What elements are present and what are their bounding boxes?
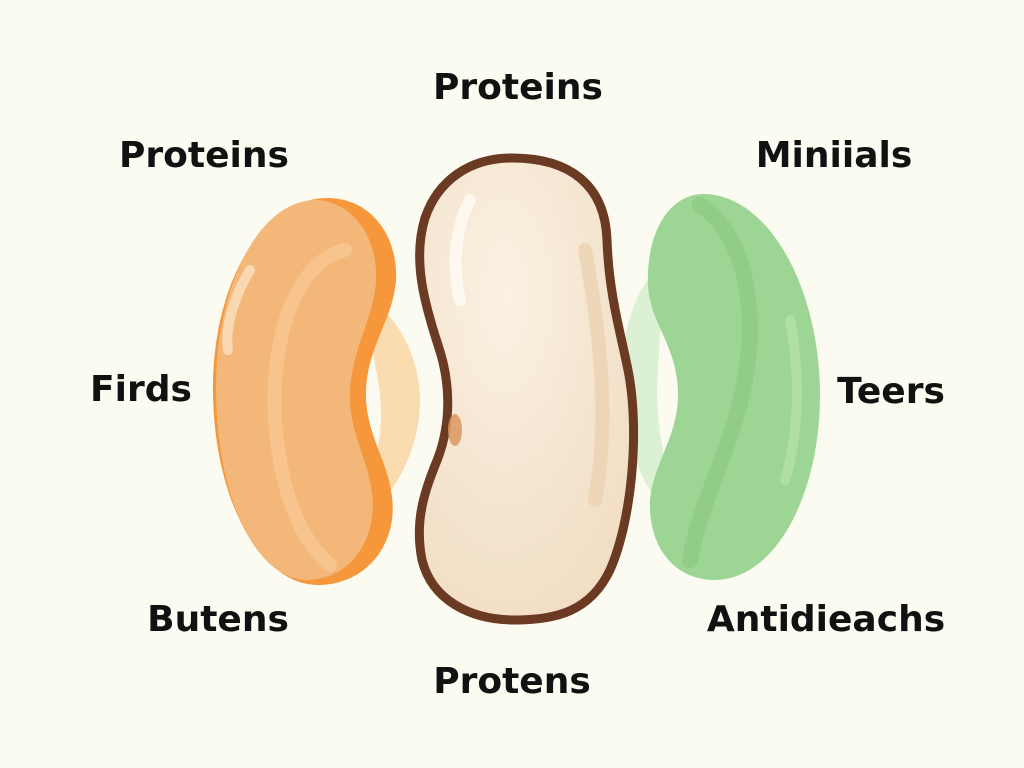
label-bottom-left: Butens [147, 599, 289, 640]
cream-bean [414, 153, 639, 625]
label-top-right: Miniials [755, 135, 913, 176]
label-bottom-center: Protens [433, 661, 591, 702]
label-top-center: Proteins [433, 67, 603, 108]
label-top-left: Proteins [119, 135, 289, 176]
label-mid-left: Firds [90, 369, 192, 410]
green-bean [647, 193, 820, 581]
label-bottom-right: Antidieachs [706, 599, 946, 640]
orange-glow [360, 300, 420, 510]
label-mid-right: Teers [837, 371, 945, 412]
orange-bean [212, 197, 397, 585]
